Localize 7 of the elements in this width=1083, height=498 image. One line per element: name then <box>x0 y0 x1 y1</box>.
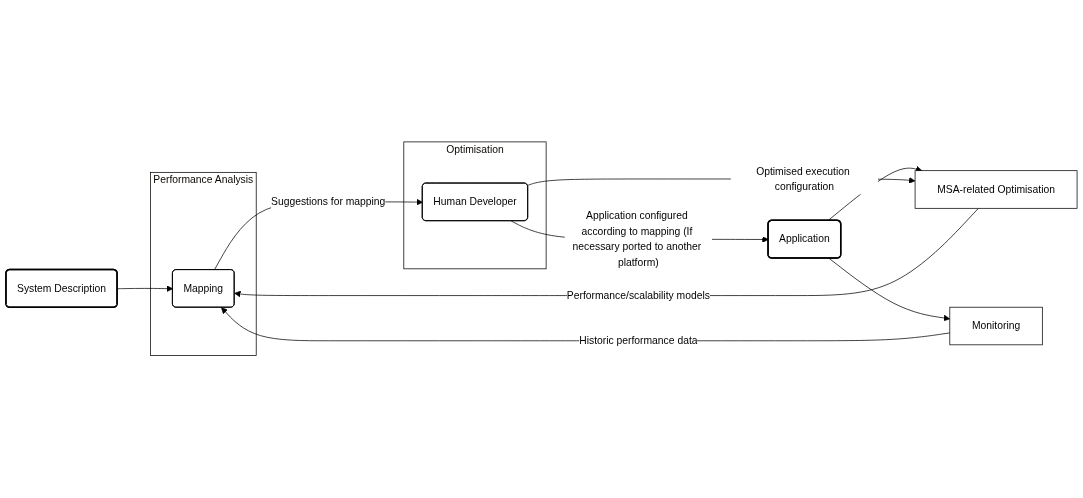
edge-label: Optimised execution configuration <box>756 165 850 193</box>
edge-label: Application configured according to mapping (If necessary ported to another platform) <box>572 209 702 269</box>
node-box: Monitoring <box>949 307 1043 346</box>
node-box: MSA-related Optimisation <box>914 170 1078 209</box>
edge-label: Performance/scalability models <box>566 289 710 302</box>
edge-label: Historic performance data <box>579 334 698 347</box>
edge-label: Suggestions for mapping <box>271 195 386 208</box>
